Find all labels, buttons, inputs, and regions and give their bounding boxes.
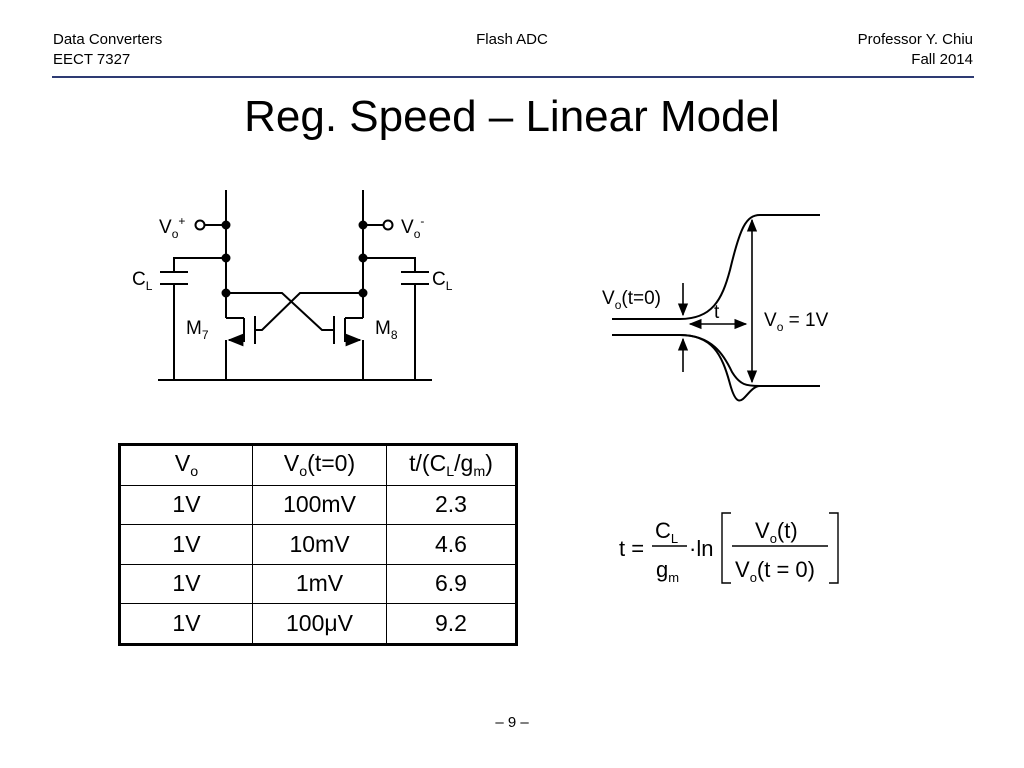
cross-wire-left bbox=[226, 292, 333, 331]
out-pos-label: Vo+ bbox=[159, 214, 185, 241]
table-cell: 6.9 bbox=[386, 563, 517, 604]
table-cell: 2.3 bbox=[386, 484, 517, 525]
table-header-cell: Vo(t=0) bbox=[252, 444, 387, 486]
formula-inner-numerator: Vo(t) bbox=[755, 518, 798, 546]
formula-lhs: t = bbox=[619, 536, 644, 561]
formula-denominator: gm bbox=[656, 557, 679, 585]
regeneration-waveform bbox=[612, 214, 820, 402]
cap-right-top-wire bbox=[363, 257, 416, 272]
table-cell: 1V bbox=[119, 603, 253, 645]
formula-bracket-right bbox=[829, 512, 839, 584]
term: Fall 2014 bbox=[911, 51, 973, 68]
out-neg-label: Vo- bbox=[401, 214, 424, 241]
header-topic: Flash ADC bbox=[476, 31, 548, 48]
cap-left-label: CL bbox=[132, 269, 153, 293]
header-left: Data Converters EECT 7327 bbox=[53, 30, 162, 70]
page-number: – 9 – bbox=[495, 714, 529, 731]
latch-schematic bbox=[158, 190, 432, 381]
final-voltage-label: Vo = 1V bbox=[764, 310, 829, 334]
out-neg-dot bbox=[358, 220, 368, 230]
out-neg-terminal bbox=[382, 219, 394, 231]
table-cell: 9.2 bbox=[386, 603, 517, 645]
table-cell: 100μV bbox=[252, 603, 387, 645]
waveform-upper bbox=[612, 214, 820, 320]
cap-left-top-wire bbox=[173, 257, 226, 272]
initial-voltage-label: Vo(t=0) bbox=[602, 288, 661, 312]
cross-wire-right bbox=[255, 292, 363, 331]
time-label: t bbox=[714, 302, 720, 323]
formula-inner-denominator: Vo(t = 0) bbox=[735, 557, 815, 585]
m7-label: M7 bbox=[186, 318, 209, 342]
header-right: Professor Y. Chiu Fall 2014 bbox=[858, 30, 973, 70]
schematic-labels: Vo+ Vo- CL CL M7 M8 bbox=[132, 214, 453, 342]
formula-bracket-left bbox=[721, 512, 731, 584]
waveform-lower bbox=[679, 334, 761, 387]
course-name: Data Converters bbox=[53, 31, 163, 48]
course-code: EECT 7327 bbox=[53, 51, 131, 68]
formula-numerator: CL bbox=[655, 518, 678, 546]
cap-right-label: CL bbox=[432, 269, 453, 293]
slide-title: Reg. Speed – Linear Model bbox=[244, 92, 780, 141]
out-pos-dot bbox=[221, 220, 231, 230]
professor-name: Professor Y. Chiu bbox=[857, 31, 973, 48]
table-cell: 1V bbox=[119, 563, 253, 604]
regeneration-time-table: Vo Vo(t=0) t/(CL/gm) 1V 100mV 2.3 1V 10m… bbox=[118, 443, 518, 646]
header-divider bbox=[52, 76, 974, 78]
m8-label: M8 bbox=[375, 318, 398, 342]
table-header-cell: Vo bbox=[119, 444, 253, 486]
waveform-labels: Vo(t=0) t Vo = 1V bbox=[602, 288, 829, 334]
table-header-cell: t/(CL/gm) bbox=[386, 444, 517, 486]
cap-left-dot bbox=[221, 253, 231, 263]
table-cell: 10mV bbox=[252, 524, 387, 565]
table-header-row: Vo Vo(t=0) t/(CL/gm) bbox=[119, 444, 517, 486]
cap-right-dot bbox=[358, 253, 368, 263]
out-pos-terminal bbox=[194, 219, 206, 231]
formula-ln: ·ln bbox=[689, 536, 713, 561]
table-cell: 1mV bbox=[252, 563, 387, 604]
table-row: 1V 100μV 9.2 bbox=[119, 603, 517, 645]
table-row: 1V 1mV 6.9 bbox=[119, 563, 517, 604]
